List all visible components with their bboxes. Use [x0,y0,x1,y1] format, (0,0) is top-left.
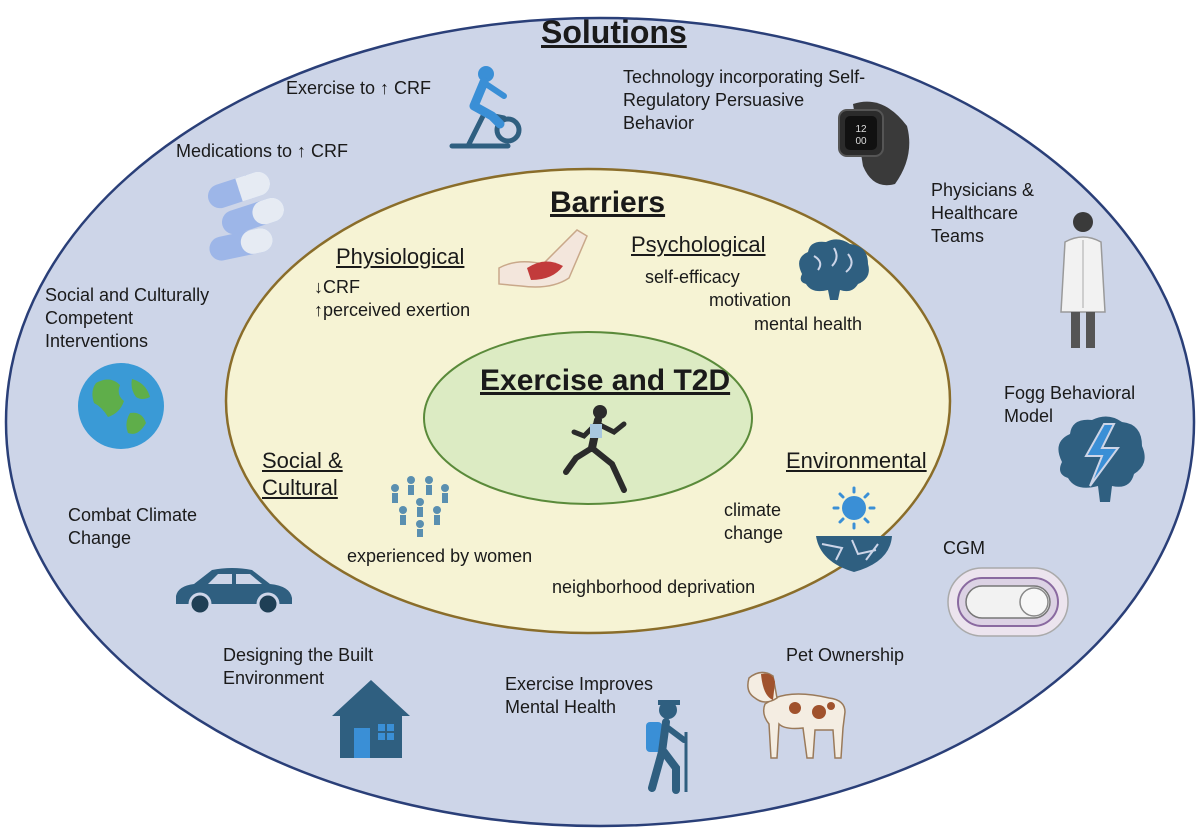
car-icon [176,568,292,616]
social-item-women: experienced by women [347,546,533,566]
runner-icon [563,405,627,493]
pills-icon [207,172,285,261]
hiker-icon [646,700,688,794]
solution-cgm: CGM [943,538,985,558]
physician-icon [1060,212,1106,348]
smartwatch-icon: 12 00 [838,101,910,186]
physiological-item-crf: ↓CRF [314,277,360,297]
svg-text:00: 00 [855,136,867,147]
environmental-title: Environmental [786,448,927,473]
social-item-neighborhood: neighborhood deprivation [552,577,756,597]
sun-drought-icon [816,486,892,572]
barriers-title: Barriers [550,186,666,219]
community-people-icon [391,476,449,537]
solution-physicians: Physicians & Healthcare Teams [931,180,1035,246]
core-title: Exercise and T2D [480,364,731,397]
solution-social-cultural: Social and Culturally Competent Interven… [45,285,210,351]
exercise-bike-icon [449,66,522,149]
solution-technology: Technology incorporating Self- Regulator… [623,67,866,133]
social-cultural-title: Social & Cultural [262,448,343,500]
solution-medications: Medications to ↑ CRF [176,141,349,161]
environmental-item-climate: climate change [724,500,784,543]
psychological-title: Psychological [631,232,766,257]
solution-built-environment: Designing the Built Environment [223,645,374,688]
psychological-item-motivation: motivation [709,290,792,310]
physiological-title: Physiological [336,244,465,269]
svg-text:12: 12 [855,124,867,135]
globe-icon [78,363,164,449]
psychological-item-self-efficacy: self-efficacy [645,267,740,287]
solution-fogg: Fogg Behavioral Model [1004,383,1136,426]
solution-climate: Combat Climate Change [68,505,198,548]
psychological-item-mental-health: mental health [754,314,863,334]
dog-icon [747,671,846,759]
arm-muscle-icon [498,229,588,288]
solution-exercise-crf: Exercise to ↑ CRF [286,78,432,98]
core-ellipse [423,331,753,505]
house-icon [332,680,410,758]
cgm-sensor-icon [947,567,1069,637]
brain-lightning-icon [1058,416,1145,502]
solution-mental-health: Exercise Improves Mental Health [505,674,654,717]
physiological-item-exertion: ↑perceived exertion [314,300,471,320]
solution-pet: Pet Ownership [786,645,905,665]
solutions-title: Solutions [541,14,687,50]
brain-icon [799,239,869,300]
